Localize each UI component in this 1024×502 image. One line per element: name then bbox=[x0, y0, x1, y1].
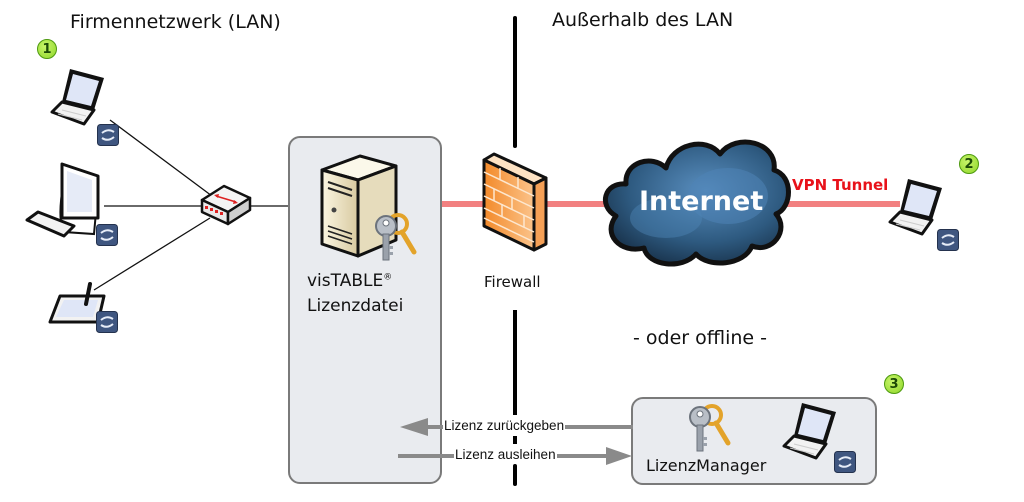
laptop-icon bbox=[888, 179, 942, 236]
server-label: Lizenzdatei bbox=[307, 296, 404, 316]
laptop-icon bbox=[50, 69, 104, 126]
return-arrowhead bbox=[400, 418, 428, 436]
return-license-label: Lizenz zurückgeben bbox=[443, 418, 566, 433]
sync-icon bbox=[96, 224, 118, 246]
laptop-icon bbox=[782, 403, 836, 460]
network-switch-icon bbox=[200, 184, 252, 226]
firewall-brick-icon bbox=[482, 152, 548, 252]
firewall-label: Firewall bbox=[484, 273, 541, 291]
sync-icon bbox=[834, 451, 856, 473]
heading-offline: - oder offline - bbox=[633, 327, 768, 349]
badge-offline: 3 bbox=[884, 374, 904, 394]
cable-tablet-switch bbox=[93, 217, 211, 291]
server-brand-name: visTABLE bbox=[307, 271, 384, 291]
badge-vpn-client: 2 bbox=[959, 154, 979, 174]
keys-icon bbox=[689, 404, 731, 452]
cloud-icon bbox=[603, 139, 791, 267]
sync-icon bbox=[937, 229, 959, 251]
heading-lan: Firmennetzwerk (LAN) bbox=[70, 11, 281, 33]
internet-label: Internet bbox=[639, 186, 764, 217]
badge-lan-clients: 1 bbox=[37, 39, 57, 59]
desktop-icon bbox=[25, 162, 100, 238]
license-manager-label: LizenzManager bbox=[646, 456, 767, 475]
borrow-arrowhead bbox=[606, 447, 632, 465]
server-brand: visTABLE® bbox=[307, 271, 392, 291]
sync-icon bbox=[97, 124, 119, 146]
borrow-license-label: Lizenz ausleihen bbox=[454, 447, 557, 462]
vpn-tunnel-label: VPN Tunnel bbox=[792, 176, 889, 194]
sync-icon bbox=[96, 311, 118, 333]
tablet-pen-icon bbox=[48, 282, 106, 324]
keys-icon bbox=[375, 213, 417, 261]
registered-mark: ® bbox=[383, 272, 393, 283]
heading-outside: Außerhalb des LAN bbox=[552, 9, 734, 31]
cable-laptop-switch bbox=[109, 119, 213, 197]
